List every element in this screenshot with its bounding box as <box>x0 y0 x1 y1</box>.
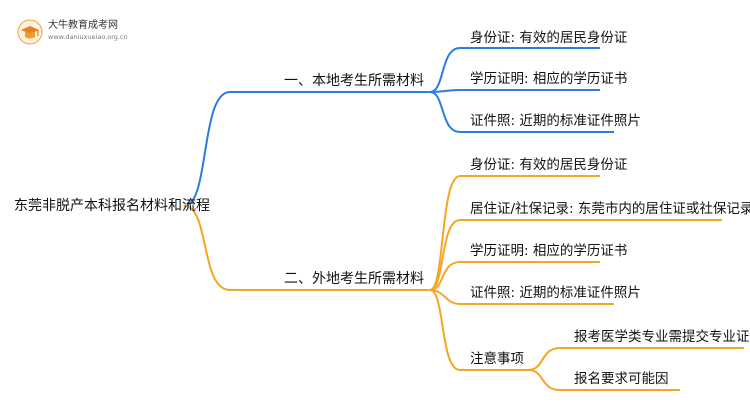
leaf-nonlocal-education: 学历证明: 相应的学历证书 <box>470 243 628 259</box>
connector-b2-leaf1 <box>429 175 600 291</box>
leaf-local-education: 学历证明: 相应的学历证书 <box>470 71 628 87</box>
logo-url: www.daniuxueiao.org.cn <box>48 33 128 41</box>
connector-b1-leaf2 <box>429 89 600 93</box>
leaf-nonlocal-photo: 证件照: 近期的标准证件照片 <box>470 285 641 301</box>
connector-b2-leaf3 <box>429 261 600 291</box>
root-node: 东莞非脱产本科报名材料和流程 <box>14 198 210 214</box>
logo-name: 大牛教育成考网 <box>48 20 118 31</box>
branch-nonlocal-materials: 二、外地考生所需材料 <box>284 271 424 287</box>
leaf-nonlocal-residence: 居住证/社保记录: 东莞市内的居住证或社保记录 <box>470 201 750 217</box>
connector-b2-notes <box>429 289 528 371</box>
graduation-cap-logo-icon <box>17 19 43 45</box>
connector-notes-2 <box>527 369 680 391</box>
connector-notes-1 <box>527 347 744 371</box>
connector-root-branch2 <box>183 205 430 291</box>
leaf-local-photo: 证件照: 近期的标准证件照片 <box>470 113 641 129</box>
notes-node: 注意事项 <box>470 351 524 367</box>
branch-local-materials: 一、本地考生所需材料 <box>284 73 424 89</box>
logo: 大牛教育成考网 www.daniuxueiao.org.cn <box>17 19 135 45</box>
connector-b1-leaf3 <box>429 91 614 133</box>
note-requirements-vary: 报名要求可能因 <box>574 371 669 387</box>
note-medical-proof: 报考医学类专业需提交专业证明 <box>574 329 750 345</box>
leaf-nonlocal-id-card: 身份证: 有效的居民身份证 <box>470 157 628 173</box>
connector-b1-leaf1 <box>429 47 600 93</box>
connector-b2-leaf4 <box>429 289 614 305</box>
connector-b2-leaf2 <box>429 219 722 291</box>
connector-root-branch1 <box>183 91 430 207</box>
leaf-local-id-card: 身份证: 有效的居民身份证 <box>470 30 628 46</box>
